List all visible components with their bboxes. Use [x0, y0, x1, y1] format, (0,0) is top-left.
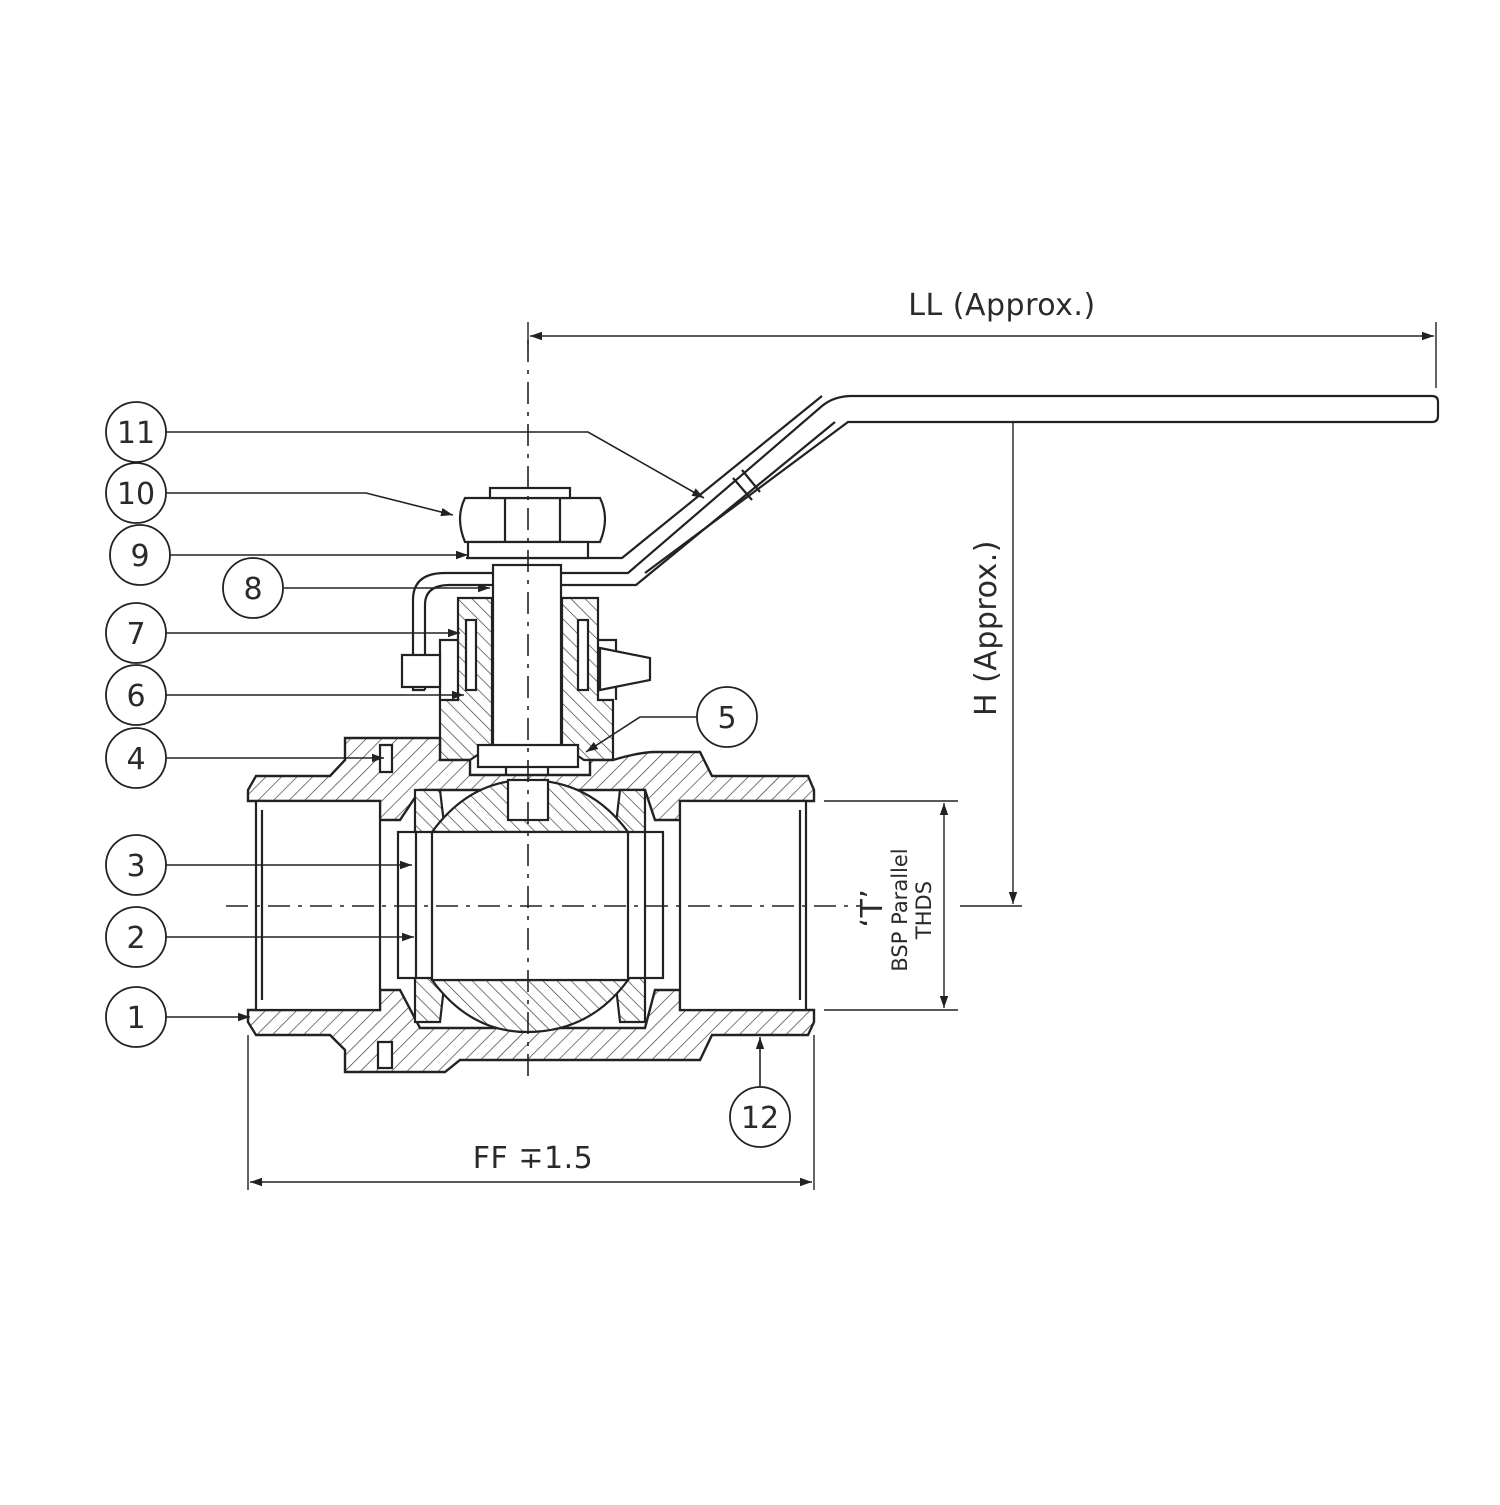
balloon-9: 9 [109, 524, 171, 586]
svg-text:12: 12 [741, 1101, 779, 1136]
svg-text:6: 6 [126, 679, 145, 714]
balloon-12: 12 [729, 1086, 791, 1148]
balloon-8: 8 [222, 557, 284, 619]
balloon-6: 6 [105, 664, 167, 726]
balloon-3: 3 [105, 834, 167, 896]
h-dimension: H (Approx.) [960, 395, 1040, 907]
ll-dimension-label: LL (Approx.) [908, 288, 1095, 323]
svg-text:7: 7 [126, 617, 145, 652]
balloon-11: 11 [105, 401, 167, 463]
svg-text:3: 3 [126, 849, 145, 884]
thread-dimension: ‘T’ BSP Parallel THDS [824, 800, 958, 1011]
stem [476, 563, 580, 822]
svg-text:2: 2 [126, 921, 145, 956]
balloon-7: 7 [105, 602, 167, 664]
svg-text:5: 5 [717, 701, 736, 736]
svg-text:8: 8 [243, 572, 262, 607]
h-dimension-label: H (Approx.) [969, 540, 1004, 716]
balloon-1: 1 [105, 986, 167, 1048]
leader-lines [166, 431, 765, 1087]
thread-t-label: ‘T’ [855, 889, 890, 928]
ll-dimension: LL (Approx.) [527, 288, 1437, 388]
balloon-5: 5 [696, 686, 758, 748]
svg-text:1: 1 [126, 1001, 145, 1036]
thread-bsp-label: BSP Parallel [888, 848, 912, 971]
svg-text:9: 9 [130, 539, 149, 574]
svg-text:11: 11 [117, 416, 155, 451]
ff-dimension: FF ∓1.5 [247, 1035, 815, 1190]
svg-text:4: 4 [126, 742, 145, 777]
balloon-2: 2 [105, 906, 167, 968]
stem-nut [458, 486, 607, 560]
balloon-10: 10 [105, 462, 167, 524]
balloon-4: 4 [105, 727, 167, 789]
ff-dimension-label: FF ∓1.5 [473, 1141, 593, 1176]
svg-text:10: 10 [117, 477, 155, 512]
thread-thds-label: THDS [912, 881, 936, 940]
